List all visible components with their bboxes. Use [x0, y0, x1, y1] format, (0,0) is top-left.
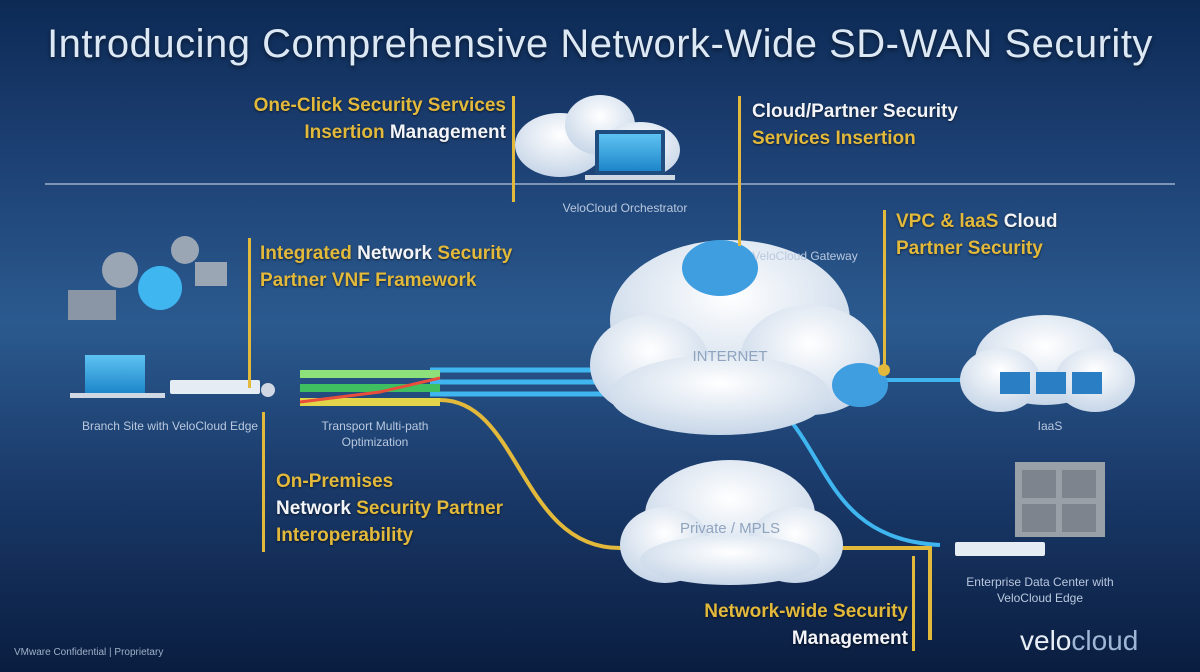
caption-gateway: VeloCloud Gateway: [752, 249, 858, 263]
callout-bar-middle-left: [248, 238, 251, 388]
divider-line: [45, 183, 1175, 185]
logo-part: velo: [1020, 625, 1072, 656]
callout-line: On-Premises: [276, 471, 394, 492]
caption-orchestrator: VeloCloud Orchestrator: [562, 201, 688, 215]
callout-on-premises: On-Premises Network Security Partner Int…: [276, 468, 576, 549]
yellow-private-link: [439, 398, 932, 640]
slide-title: Introducing Comprehensive Network-Wide S…: [47, 22, 1153, 66]
gateway-node-right: [878, 364, 890, 376]
callout-line: Cloud/Partner Security: [752, 101, 958, 122]
callout-emphasis: Management: [791, 628, 908, 649]
callout-line: Network-wide Security: [704, 601, 908, 622]
callout-bar-bottom: [912, 556, 915, 651]
internet-cloud-label: INTERNET: [692, 348, 768, 365]
multipath-bars: [299, 370, 441, 406]
callout-security-insertion: One-Click Security Services Insertion Ma…: [186, 92, 506, 146]
caption-iaas: IaaS: [1037, 419, 1063, 433]
callout-line: Partner Security: [896, 238, 1043, 259]
internet-cloud: [590, 240, 888, 435]
callout-line: Integrated: [260, 243, 352, 264]
orchestrator-cloud: [515, 95, 680, 180]
callout-integrated-security: Integrated Network Security Partner VNF …: [260, 240, 600, 294]
footer-text: VMware Confidential | Proprietary: [14, 647, 164, 658]
callout-bar-right: [883, 210, 886, 370]
callout-line: Insertion: [304, 122, 385, 143]
callout-line: Interoperability: [276, 525, 414, 546]
iaas-cloud: [960, 315, 1135, 412]
callout-emphasis: Network: [276, 498, 351, 519]
caption-transport: Transport Multi-path Optimization: [321, 419, 429, 449]
callout-line: VPC & laaS: [896, 211, 999, 232]
callout-cloud-partner: Cloud/Partner Security Services Insertio…: [752, 98, 1052, 152]
callout-network-wide: Network-wide Security Management: [650, 598, 908, 652]
callout-bar-top-right: [738, 96, 741, 246]
callout-emphasis: Cloud: [1003, 211, 1058, 232]
callout-line: Services Insertion: [752, 128, 916, 149]
callout-bar-top-left: [512, 96, 515, 202]
private-cloud-label: Private / MPLS: [679, 520, 781, 537]
caption-branch: Branch Site with VeloCloud Edge: [81, 419, 259, 433]
caption-datacenter: Enterprise Data Center with VeloCloud Ed…: [966, 575, 1114, 605]
callout-line: Security Partner: [356, 498, 504, 519]
callout-line: Partner VNF Framework: [260, 270, 477, 291]
gateway-node-left: [261, 383, 275, 397]
branch-devices: [68, 236, 260, 398]
callout-line: One-Click Security Services: [253, 95, 506, 116]
callout-bar-on-prem: [262, 412, 265, 552]
callout-emphasis: Network: [357, 243, 433, 264]
logo-part: cloud: [1071, 625, 1139, 656]
callout-vpc-iaas: VPC & laaS Cloud Partner Security: [896, 208, 1176, 262]
callout-line: Security: [437, 243, 513, 264]
velocloud-logo: velocloud: [1020, 625, 1138, 657]
datacenter-rack: [955, 462, 1105, 556]
callout-emphasis: Management: [389, 122, 506, 143]
private-cloud: [620, 460, 843, 585]
